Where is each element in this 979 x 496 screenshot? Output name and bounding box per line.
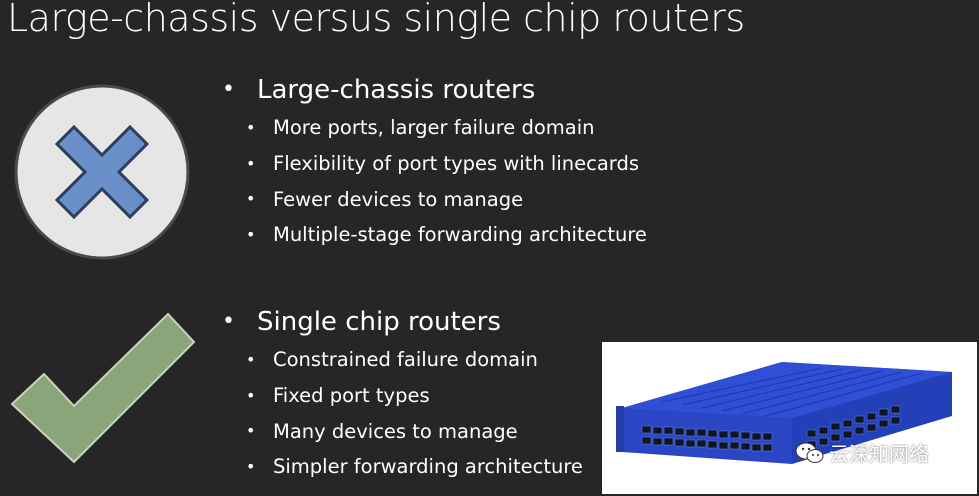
bullet-dot: • xyxy=(222,77,235,102)
list-item-text: Flexibility of port types with linecards xyxy=(273,152,639,176)
list-item-text: Many devices to manage xyxy=(273,419,518,443)
router-photo xyxy=(602,342,977,494)
list-item: •Multiple-stage forwarding architecture xyxy=(246,223,647,247)
list-item-text: Constrained failure domain xyxy=(273,348,538,372)
section-single-chip: • Single chip routers •Constrained failu… xyxy=(218,304,583,485)
watermark: 云深知网络 xyxy=(795,438,929,467)
sub-bullet-list: •Constrained failure domain •Fixed port … xyxy=(218,342,583,485)
list-item: •Flexibility of port types with linecard… xyxy=(246,152,639,176)
list-item: •Constrained failure domain xyxy=(246,348,538,372)
list-item: •Many devices to manage xyxy=(246,419,518,443)
heading-text: Large-chassis routers xyxy=(257,75,536,105)
list-item-text: Multiple-stage forwarding architecture xyxy=(273,223,647,247)
x-mark-icon xyxy=(14,84,190,260)
watermark-text: 云深知网络 xyxy=(829,442,929,466)
list-item: •Simpler forwarding architecture xyxy=(246,455,583,479)
wechat-icon xyxy=(795,442,824,463)
section-heading: • Single chip routers xyxy=(218,304,583,340)
list-item: •More ports, larger failure domain xyxy=(246,116,595,140)
checkmark-icon xyxy=(10,312,196,464)
list-item: •Fewer devices to manage xyxy=(246,187,524,211)
list-item-text: Fixed port types xyxy=(273,384,430,408)
list-item-text: Fewer devices to manage xyxy=(273,187,524,211)
bullet-dot: • xyxy=(222,309,235,334)
list-item-text: Simpler forwarding architecture xyxy=(273,455,583,479)
router-image xyxy=(616,362,952,464)
sub-bullet-list: •More ports, larger failure domain •Flex… xyxy=(218,110,647,253)
slide-title: Large-chassis versus single chip routers xyxy=(7,0,745,40)
list-item: •Fixed port types xyxy=(246,384,430,408)
heading-text: Single chip routers xyxy=(257,307,501,337)
list-item-text: More ports, larger failure domain xyxy=(273,116,595,140)
section-heading: • Large-chassis routers xyxy=(218,72,647,108)
section-large-chassis: • Large-chassis routers •More ports, lar… xyxy=(218,72,647,253)
